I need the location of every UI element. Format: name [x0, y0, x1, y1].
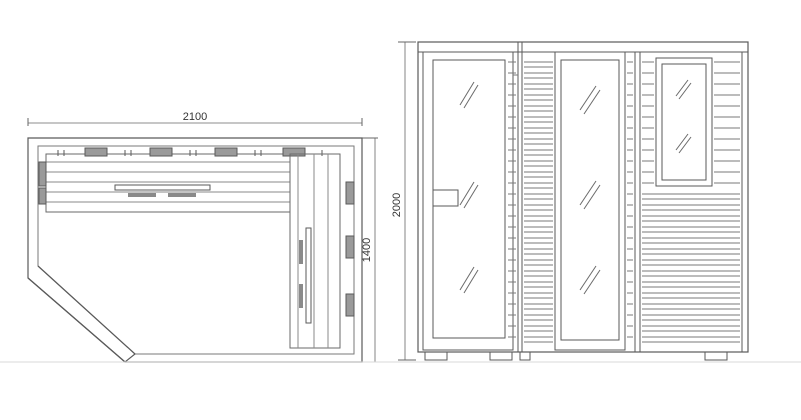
back-wall-heaters — [57, 147, 323, 157]
height-dimension-label: 2000 — [391, 193, 403, 217]
small-window-glass — [661, 63, 707, 181]
plan-front-panel — [27, 265, 136, 363]
small-window-frame — [655, 57, 713, 187]
depth-dimension: 1400 — [361, 137, 378, 363]
small-window-reflections — [675, 79, 692, 154]
door-handle[interactable] — [432, 189, 459, 207]
front-view: 2000 — [391, 41, 749, 361]
front-outer-frame — [417, 41, 749, 353]
base-feet — [424, 351, 728, 361]
back-bench — [45, 153, 291, 213]
plan-view: 2100 1400 — [27, 111, 378, 363]
side-bench — [289, 153, 341, 349]
plan-inner-wall — [37, 145, 355, 355]
left-wall-heaters — [38, 161, 47, 205]
door-frame — [422, 51, 514, 351]
center-glass-frame — [554, 51, 626, 351]
height-dimension: 2000 — [391, 41, 416, 361]
center-glass-reflections — [579, 85, 601, 295]
width-dimension-label: 2100 — [183, 111, 207, 123]
right-wall-heaters — [345, 181, 355, 317]
front-slats — [508, 61, 740, 343]
center-glass — [560, 59, 620, 341]
door-glass-reflections — [459, 81, 479, 294]
width-dimension: 2100 — [27, 111, 363, 126]
depth-dimension-label: 1400 — [361, 238, 373, 262]
